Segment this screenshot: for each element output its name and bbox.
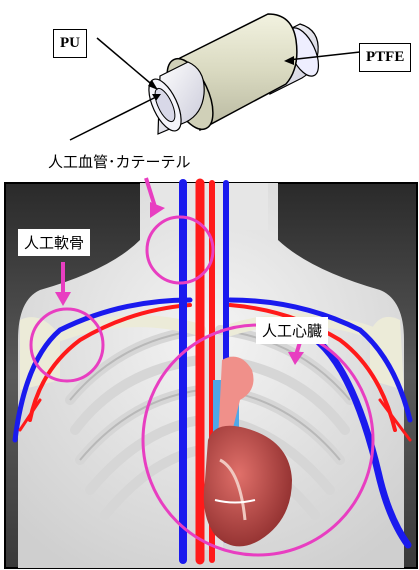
cartilage-label: 人工軟骨 bbox=[18, 229, 90, 256]
heart-label: 人工心臓 bbox=[256, 317, 328, 344]
